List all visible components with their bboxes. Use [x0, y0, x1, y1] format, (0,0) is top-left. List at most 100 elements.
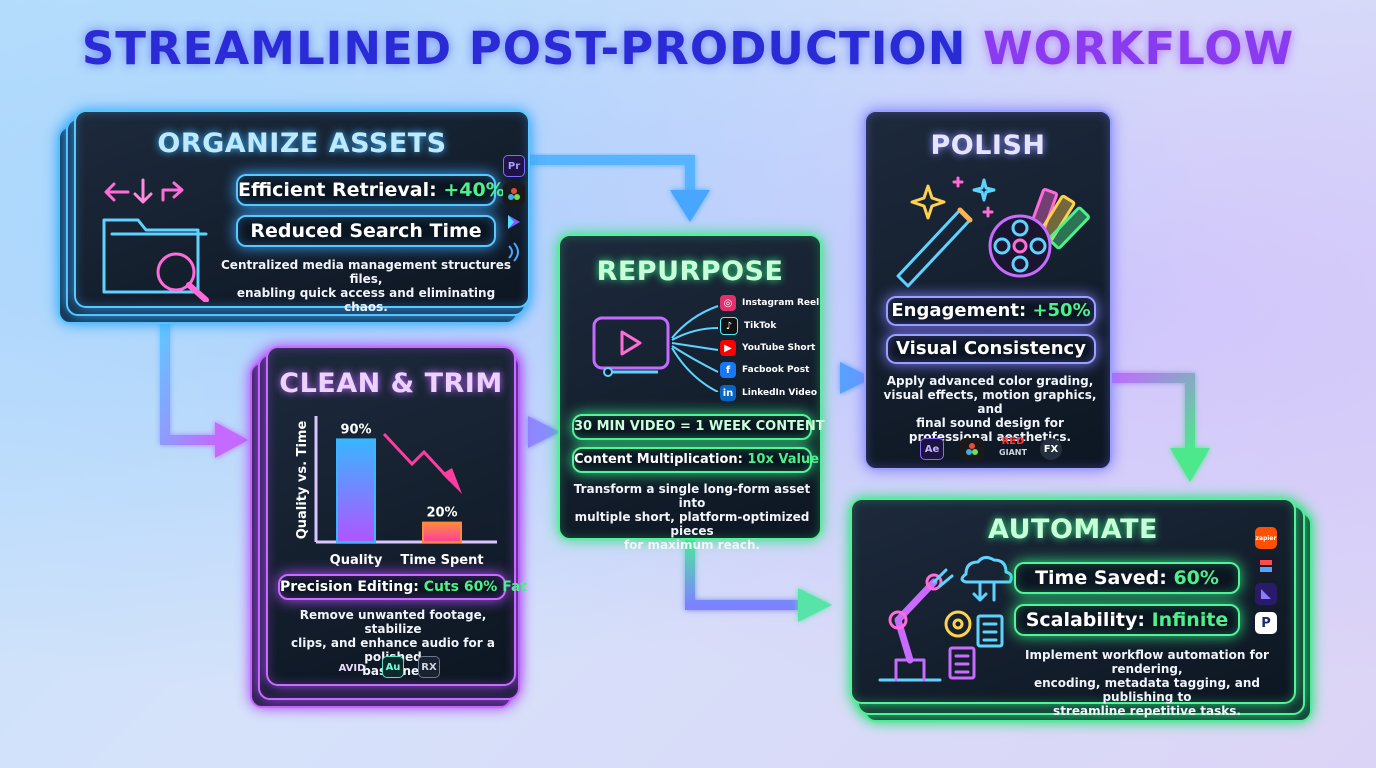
p-app-icon: P — [1255, 612, 1277, 634]
engagement-metric: Engagement: +50% — [886, 296, 1096, 326]
arrow-head-automate — [1170, 448, 1210, 482]
desc-line: Centralized media management structures … — [221, 258, 511, 286]
metric-value: +50% — [1032, 300, 1091, 321]
bar-time-spent — [422, 521, 462, 544]
metric-value: +40% — [443, 179, 505, 201]
avid-icon: AVID — [338, 662, 366, 674]
metric-label: Content Multiplication: — [574, 452, 748, 467]
repurpose-description: Transform a single long-form asset into … — [568, 482, 816, 552]
zapier-icon: zapier — [1255, 527, 1277, 549]
youtube-icon: ▶ — [720, 340, 736, 356]
audition-icon: Au — [382, 656, 404, 678]
after-effects-icon: Ae — [920, 438, 944, 460]
desc-line: Implement workflow automation for render… — [1025, 648, 1269, 676]
reduced-search-time-metric: Reduced Search Time — [236, 215, 496, 247]
arrow-organize-to-clean — [160, 315, 215, 445]
clean-trim-card: CLEAN & TRIM Quality vs. Time 90%Quality… — [266, 346, 527, 686]
folder-search-icon — [102, 178, 209, 302]
desc-line: final sound design for — [916, 416, 1064, 430]
desc-line: streamline repetitive tasks. — [1053, 704, 1241, 718]
platform-label: Facbook Post — [742, 365, 810, 375]
arrow-repurpose-to-automate — [685, 540, 800, 610]
metric-label: Reduced Search Time — [250, 220, 482, 242]
page-title: STREAMLINED POST-PRODUCTION WORKFLOW — [0, 22, 1376, 75]
izotope-rx-icon: RX — [418, 656, 440, 678]
resolve-icon — [503, 183, 525, 205]
logo-line: RED — [1001, 436, 1025, 447]
data-label: 90% — [340, 422, 371, 437]
metric-label: Time Saved: — [1035, 567, 1174, 589]
arrow-head-clean — [215, 422, 248, 458]
organize-title: ORGANIZE ASSETS — [157, 128, 447, 159]
efficient-retrieval-metric: Efficient Retrieval: +40% — [236, 174, 505, 206]
category-label: Quality — [330, 553, 383, 568]
platform-label: Instagram Reel — [742, 298, 820, 308]
metric-label: Engagement: — [891, 300, 1033, 321]
metric-value: Infinite — [1151, 609, 1229, 631]
linkedin-icon: in — [720, 385, 736, 401]
scalability-metric: Scalability: Infinite — [1014, 604, 1240, 636]
platform-instagram: ◎ Instagram Reel — [720, 293, 819, 313]
desc-line: visual effects, motion graphics, and — [883, 388, 1097, 416]
desc-line: Apply advanced color grading, — [886, 374, 1094, 388]
desc-line: enabling quick access and eliminating ch… — [236, 286, 496, 314]
data-label: 20% — [426, 506, 457, 521]
polish-card: POLISH Engagement: +50% Visual Consisten… — [864, 110, 1112, 470]
desc-line: Transform a single long-form asset into — [573, 482, 811, 510]
polish-description: Apply advanced color grading, visual eff… — [872, 374, 1108, 444]
magic-wand-film-icon — [896, 176, 1090, 288]
platform-tiktok: ♪ TikTok — [720, 316, 776, 336]
automate-title: AUTOMATE — [988, 514, 1158, 545]
video-branch-icon — [592, 305, 719, 392]
automate-description: Implement workflow automation for render… — [1002, 648, 1292, 718]
tiktok-icon: ♪ — [720, 317, 738, 335]
trend-line — [382, 432, 452, 482]
metric-label: Efficient Retrieval: — [238, 179, 444, 201]
arrow-polish-to-automate — [1112, 373, 1195, 450]
platform-youtube: ▶YouTube Short — [720, 338, 815, 358]
resolve-icon — [960, 438, 984, 460]
bar-quality — [336, 438, 376, 543]
desc-line: multiple short, platform-optimized piece… — [574, 510, 810, 538]
metric-value: 10x Value — [747, 452, 820, 467]
make-icon — [1255, 555, 1277, 577]
visual-consistency-metric: Visual Consistency — [886, 334, 1096, 364]
robot-arm-icon — [878, 555, 1013, 682]
desc-line: clips, and enhance audio for a polished — [291, 636, 495, 664]
repurpose-card: REPURPOSE 30 MIN VIDEO = 1 WEEK CONTENT … — [558, 234, 825, 552]
polish-title: POLISH — [930, 130, 1046, 161]
desc-line: encoding, metadata tagging, and publishi… — [1033, 676, 1260, 704]
metric-label: Scalability: — [1025, 609, 1152, 631]
content-multiplication-metric: Content Multiplication: 10x Value — [572, 447, 819, 473]
metric-value: Cuts 60% Fat — [423, 579, 528, 595]
frameio-icon — [1255, 583, 1277, 605]
week-content-metric: 30 MIN VIDEO = 1 WEEK CONTENT — [572, 414, 825, 440]
organize-assets-card: ORGANIZE ASSETS Efficient Retrieval: +40… — [74, 110, 530, 314]
metric-value: 60% — [1173, 567, 1219, 589]
metric-label: 30 MIN VIDEO = 1 WEEK CONTENT — [574, 419, 825, 434]
y-axis-label: Quality vs. Time — [295, 421, 310, 540]
desc-line: professional aesthetics. — [908, 430, 1072, 444]
platform-label: TikTok — [744, 321, 777, 331]
time-saved-metric: Time Saved: 60% — [1014, 562, 1240, 594]
arrow-organize-to-repurpose — [530, 155, 695, 192]
precision-editing-metric: Precision Editing: Cuts 60% Fat — [278, 574, 527, 600]
fx-icon: FX — [1040, 438, 1062, 460]
category-label: Time Spent — [400, 553, 483, 568]
desc-line: Remove unwanted footage, stabilize — [299, 608, 487, 636]
premiere-pro-icon: Pr — [503, 155, 525, 177]
title-part-1: STREAMLINED POST-PRODUCTION — [81, 22, 967, 75]
quality-time-chart: Quality vs. Time 90% Quality 20% Time Spent — [295, 416, 497, 568]
arrow-head-polish — [840, 362, 872, 394]
organize-description: Centralized media management structures … — [216, 258, 516, 314]
logo-line: GIANT — [999, 448, 1027, 457]
desc-line: for maximum reach. — [623, 538, 761, 552]
metric-label: Visual Consistency — [896, 338, 1086, 359]
title-part-2: WORKFLOW — [983, 22, 1295, 75]
frameio-icon — [503, 211, 525, 233]
instagram-icon: ◎ — [720, 295, 736, 311]
